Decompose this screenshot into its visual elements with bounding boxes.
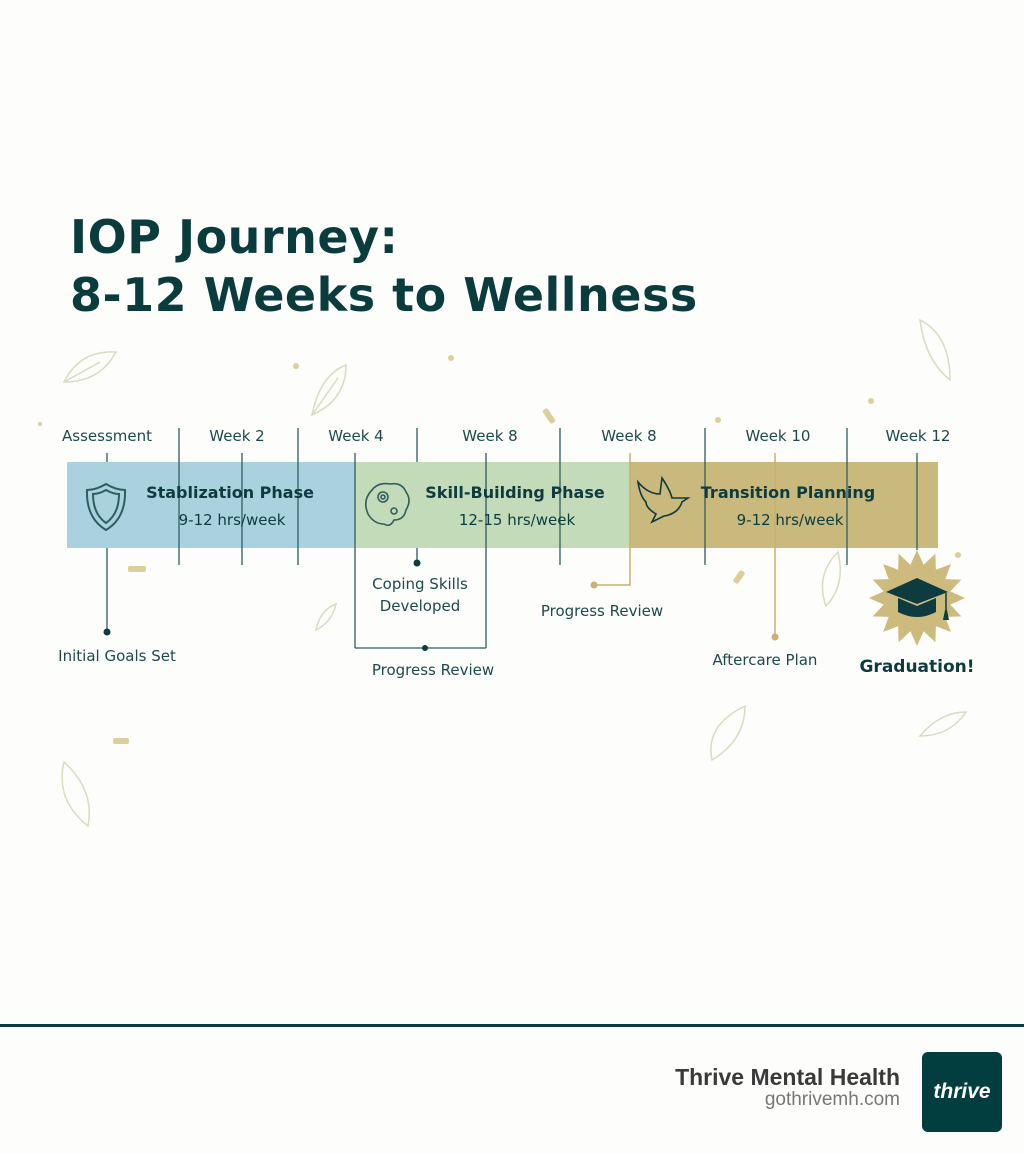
milestone-dot [422, 645, 428, 651]
title-line-1: IOP Journey: [70, 210, 399, 264]
shield-icon [85, 482, 127, 532]
milestone-dot [590, 581, 598, 589]
footer-divider [0, 1024, 1024, 1027]
title-line-2: 8-12 Weeks to Wellness [70, 268, 698, 322]
leaf-icon [310, 363, 347, 417]
milestone-aftercare-plan: Aftercare Plan [712, 651, 818, 669]
brand-logo: thrive [922, 1052, 1002, 1132]
milestone-dot [413, 559, 421, 567]
milestone-dot [103, 628, 111, 636]
phase-title: Transition Planning [700, 483, 876, 502]
page-title: IOP Journey: 8-12 Weeks to Wellness [70, 208, 698, 324]
phase-title: Stablization Phase [146, 483, 314, 502]
timeline-label-week-10: Week 10 [745, 427, 811, 445]
leaf-icon [61, 760, 90, 828]
graduation-cap-icon [869, 550, 965, 646]
milestone-graduation: Graduation! [859, 657, 975, 677]
brand-name: Thrive Mental Health [675, 1064, 900, 1090]
logo-text: thrive [933, 1080, 991, 1103]
leaf-icon [918, 711, 968, 737]
timeline-label-week-4: Week 4 [328, 427, 384, 445]
phase-bar-skill-building [355, 462, 630, 548]
phase-bar-stabilization [67, 462, 355, 548]
timeline-label-week-8b: Week 8 [601, 427, 657, 445]
milestone-dot [771, 633, 779, 641]
leaf-icon [62, 351, 118, 383]
phase-title: Skill-Building Phase [425, 483, 605, 502]
timeline-label-assessment: Assessment [62, 427, 152, 445]
milestone-line: Developed [379, 597, 461, 615]
timeline-label-week-2: Week 2 [209, 427, 265, 445]
milestone-coping-skills: Coping Skills Developed [372, 573, 468, 617]
milestone-initial-goals: Initial Goals Set [58, 647, 176, 665]
milestone-progress-review-1: Progress Review [371, 661, 495, 679]
phase-hours: 9-12 hrs/week [736, 511, 844, 529]
milestone-progress-review-2: Progress Review [540, 602, 664, 620]
leaf-icon [821, 550, 841, 608]
leaf-icon [710, 704, 746, 762]
brand-url: gothrivemh.com [764, 1089, 900, 1110]
leaf-icon [314, 602, 338, 632]
phase-hours: 9-12 hrs/week [178, 511, 286, 529]
timeline-label-week-8: Week 8 [462, 427, 518, 445]
timeline-label-week-12: Week 12 [885, 427, 951, 445]
brain-gear-icon [364, 482, 410, 527]
dove-icon [636, 475, 691, 524]
phase-hours: 12-15 hrs/week [458, 511, 576, 529]
leaf-icon [919, 318, 951, 382]
milestone-line: Coping Skills [372, 575, 468, 593]
